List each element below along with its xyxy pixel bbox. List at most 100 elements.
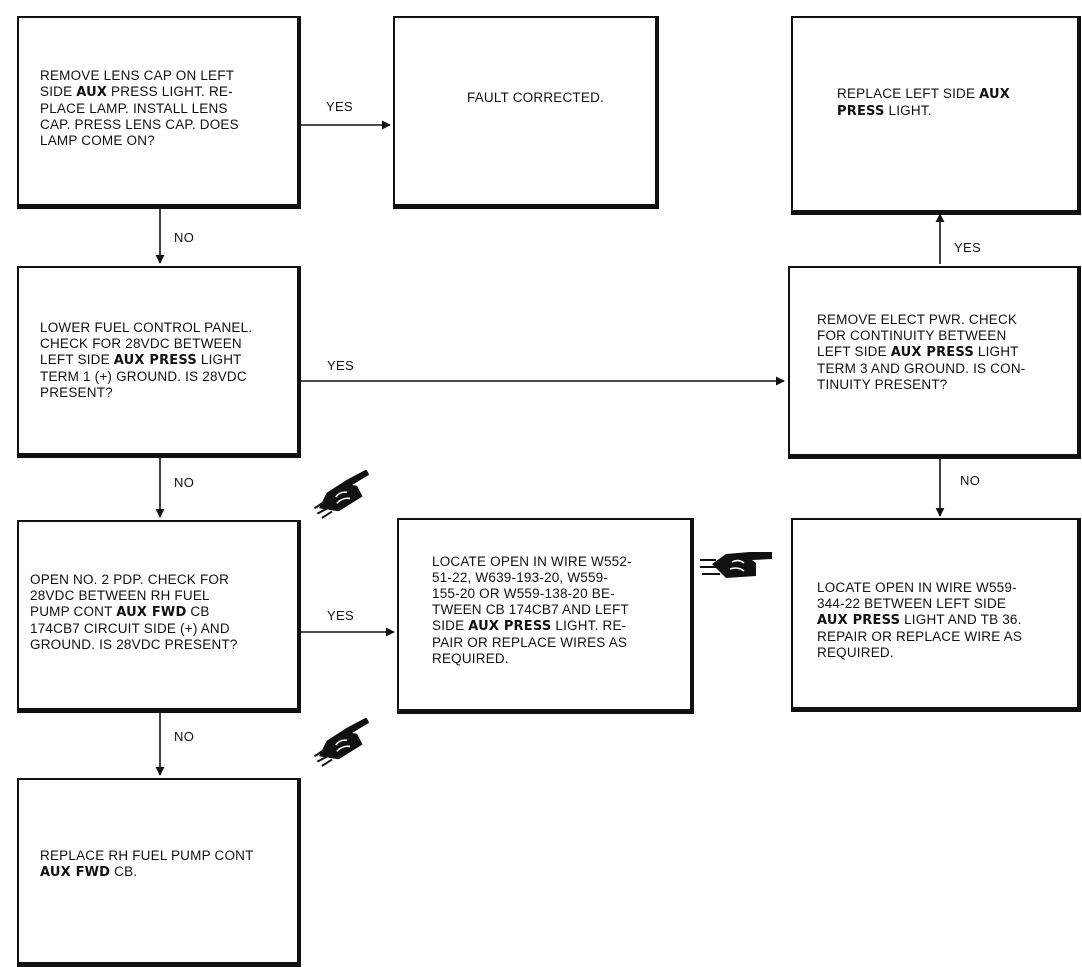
text-segment: PRESENT? (40, 385, 113, 400)
bold-text-segment: AUX PRESS (468, 619, 552, 634)
text-segment: PUMP CONT (30, 604, 117, 619)
text-line: PRESS LIGHT. (837, 103, 1010, 120)
locate-open-wire-tb36-text: LOCATE OPEN IN WIRE W559-344-22 BETWEEN … (817, 580, 1022, 661)
label-no-open-pdp: NO (174, 475, 195, 490)
text-segment: PLACE LAMP. INSTALL LENS (40, 101, 228, 116)
fault-corrected-text: FAULT CORRECTED. (467, 90, 604, 106)
text-segment: 174CB7 CIRCUIT SIDE (+) AND (30, 621, 230, 636)
text-segment: FOR CONTINUITY BETWEEN (817, 328, 1007, 343)
text-line: 51-22, W639-193-20, W559- (432, 570, 632, 586)
text-line: GROUND. IS 28VDC PRESENT? (30, 637, 238, 653)
text-line: TWEEN CB 174CB7 AND LEFT (432, 602, 632, 618)
text-segment: LIGHT. (884, 103, 932, 118)
check-28vdc-cb-box (17, 520, 301, 713)
locate-open-wire-cb-box (397, 518, 694, 714)
text-segment: SIDE (40, 84, 77, 99)
text-segment: LIGHT (973, 344, 1019, 359)
text-line: FOR CONTINUITY BETWEEN (817, 328, 1025, 344)
text-line: PLACE LAMP. INSTALL LENS (40, 101, 239, 117)
locate-open-wire-cb-text: LOCATE OPEN IN WIRE W552-51-22, W639-193… (432, 554, 632, 667)
text-line: 28VDC BETWEEN RH FUEL (30, 588, 238, 604)
text-line: LOWER FUEL CONTROL PANEL. (40, 320, 252, 336)
text-segment: TERM 3 AND GROUND. IS CON- (817, 361, 1026, 376)
text-line: PAIR OR REPLACE WIRES AS (432, 635, 632, 651)
bold-text-segment: AUX PRESS (890, 345, 974, 360)
text-line: REMOVE LENS CAP ON LEFT (40, 68, 239, 84)
text-line: PUMP CONT AUX FWD CB (30, 604, 238, 621)
text-segment: REQUIRED. (817, 645, 894, 660)
label-yes-replace-light: YES (954, 240, 981, 255)
text-segment: REQUIRED. (432, 651, 509, 666)
bold-text-segment: AUX FWD (40, 865, 111, 880)
text-segment: LIGHT. RE- (551, 618, 627, 633)
text-segment: TWEEN CB 174CB7 AND LEFT (432, 602, 629, 617)
bold-text-segment: AUX PRESS (113, 353, 197, 368)
text-line: REQUIRED. (817, 645, 1022, 661)
text-line: OPEN NO. 2 PDP. CHECK FOR (30, 572, 238, 588)
text-segment: REMOVE ELECT PWR. CHECK (817, 312, 1018, 327)
label-yes-fault-corrected: YES (326, 99, 353, 114)
text-segment: 155-20 OR W559-138-20 BE- (432, 586, 615, 601)
text-segment: REPLACE RH FUEL PUMP CONT (40, 848, 254, 863)
text-segment: LOCATE OPEN IN WIRE W559- (817, 580, 1017, 595)
text-line: LEFT SIDE AUX PRESS LIGHT (817, 344, 1025, 361)
label-yes-locate-wire: YES (327, 608, 354, 623)
pointing-hand-icon (314, 718, 370, 767)
text-line: REPAIR OR REPLACE WIRE AS (817, 629, 1022, 645)
text-segment: PAIR OR REPLACE WIRES AS (432, 635, 628, 650)
text-line: CAP. PRESS LENS CAP. DOES (40, 117, 239, 133)
text-segment: LIGHT (196, 352, 242, 367)
text-line: FAULT CORRECTED. (467, 90, 604, 106)
label-yes-continuity: YES (327, 358, 354, 373)
bold-text-segment: AUX FWD (116, 605, 187, 620)
text-segment: REPAIR OR REPLACE WIRE AS (817, 629, 1023, 644)
label-no-locate-tb36: NO (960, 473, 981, 488)
text-line: LEFT SIDE AUX PRESS LIGHT (40, 352, 252, 369)
text-segment: LOWER FUEL CONTROL PANEL. (40, 320, 253, 335)
text-segment: GROUND. IS 28VDC PRESENT? (30, 637, 238, 652)
text-line: TERM 3 AND GROUND. IS CON- (817, 361, 1025, 377)
text-segment: TERM 1 (+) GROUND. IS 28VDC (40, 369, 247, 384)
text-segment: 344-22 BETWEEN LEFT SIDE (817, 596, 1007, 611)
text-segment: PRESS LIGHT. RE- (107, 84, 233, 99)
check-28vdc-light-text: LOWER FUEL CONTROL PANEL.CHECK FOR 28VDC… (40, 320, 252, 401)
text-line: PRESENT? (40, 385, 252, 401)
check-continuity-box (788, 266, 1081, 459)
pointing-hand-icon (700, 552, 772, 578)
text-line: 344-22 BETWEEN LEFT SIDE (817, 596, 1022, 612)
text-line: AUX PRESS LIGHT AND TB 36. (817, 612, 1022, 629)
text-segment: LIGHT AND TB 36. (900, 612, 1022, 627)
step-remove-lens-cap-box (17, 16, 301, 209)
text-segment: TINUITY PRESENT? (817, 377, 948, 392)
text-segment: LEFT SIDE (40, 352, 114, 367)
replace-aux-press-light-box (791, 16, 1081, 215)
bold-text-segment: AUX (979, 87, 1010, 102)
text-segment: CB (186, 604, 210, 619)
text-line: CHECK FOR 28VDC BETWEEN (40, 336, 252, 352)
text-line: REQUIRED. (432, 651, 632, 667)
text-segment: REPLACE LEFT SIDE (837, 86, 980, 101)
text-segment: FAULT CORRECTED. (467, 90, 604, 105)
text-segment: OPEN NO. 2 PDP. CHECK FOR (30, 572, 230, 587)
text-segment: CHECK FOR 28VDC BETWEEN (40, 336, 242, 351)
text-segment: CB. (110, 864, 138, 879)
text-line: LAMP COME ON? (40, 133, 239, 149)
bold-text-segment: AUX PRESS (817, 613, 901, 628)
label-no-lower-panel: NO (174, 230, 195, 245)
fault-corrected-box (393, 16, 659, 209)
bold-text-segment: AUX (76, 85, 108, 100)
text-segment: LOCATE OPEN IN WIRE W552- (432, 554, 632, 569)
label-no-replace-cb: NO (174, 729, 195, 744)
text-segment: 51-22, W639-193-20, W559- (432, 570, 609, 585)
text-segment: SIDE (432, 618, 469, 633)
text-line: SIDE AUX PRESS LIGHT. RE- (432, 618, 632, 635)
text-line: 174CB7 CIRCUIT SIDE (+) AND (30, 621, 238, 637)
text-line: 155-20 OR W559-138-20 BE- (432, 586, 632, 602)
text-segment: 28VDC BETWEEN RH FUEL (30, 588, 210, 603)
text-line: REPLACE RH FUEL PUMP CONT (40, 848, 254, 864)
